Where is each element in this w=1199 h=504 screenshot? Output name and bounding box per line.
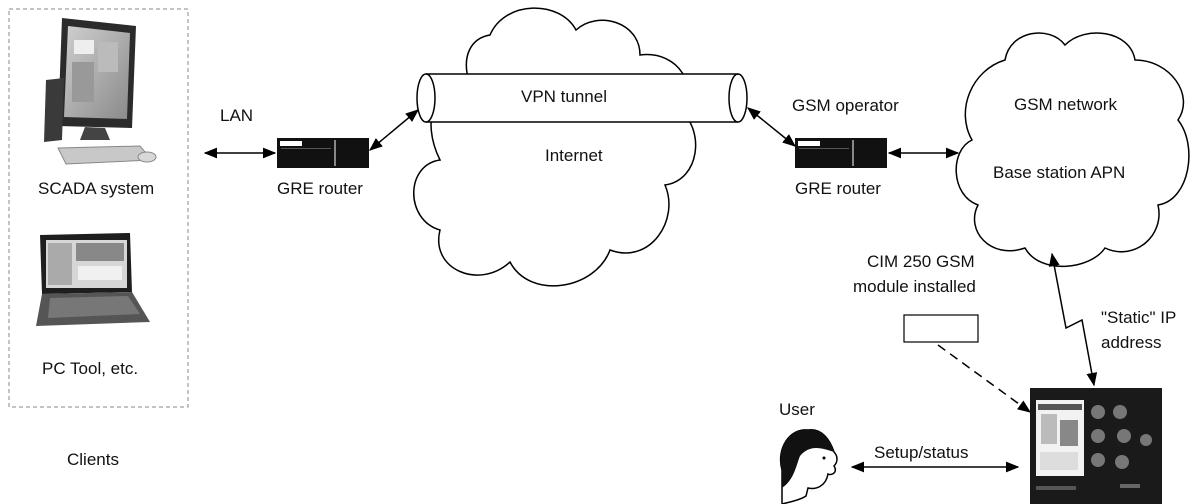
wireless-link-arrow xyxy=(1048,252,1098,387)
scada-system-label: SCADA system xyxy=(38,179,154,198)
gre-router-right-label: GRE router xyxy=(795,179,881,198)
clients-label: Clients xyxy=(67,450,119,469)
static-ip-label-line2: address xyxy=(1101,333,1161,352)
cim-label-line2: module installed xyxy=(853,277,976,296)
gsm-operator-label: GSM operator xyxy=(792,96,899,115)
laptop-icon xyxy=(36,233,150,326)
gre-router-right-icon xyxy=(795,138,887,168)
scada-computer-icon xyxy=(44,18,157,165)
module-dashed-arrow xyxy=(937,344,1032,413)
gsm-network-cloud xyxy=(955,32,1190,268)
gsm-network-label: GSM network xyxy=(1014,95,1117,114)
lan-label: LAN xyxy=(220,106,253,125)
gre-router-left-icon xyxy=(277,138,369,168)
cim-module-box xyxy=(903,314,979,343)
router-tunnel-right-arrow xyxy=(746,107,797,147)
static-ip-label-line1: "Static" IP xyxy=(1101,308,1176,327)
base-station-label: Base station APN xyxy=(993,163,1125,182)
user-label: User xyxy=(779,400,815,419)
cim-label-line1: CIM 250 GSM xyxy=(867,252,975,271)
controller-device-icon xyxy=(1030,388,1162,504)
vpn-tunnel-label: VPN tunnel xyxy=(521,87,607,106)
setup-status-label: Setup/status xyxy=(874,443,969,462)
router-tunnel-left-arrow xyxy=(368,109,420,151)
user-icon xyxy=(779,429,838,504)
clients-box xyxy=(8,8,189,408)
pc-tool-label: PC Tool, etc. xyxy=(42,359,138,378)
vpn-tunnel xyxy=(416,73,748,123)
gre-router-left-label: GRE router xyxy=(277,179,363,198)
internet-label: Internet xyxy=(545,146,603,165)
